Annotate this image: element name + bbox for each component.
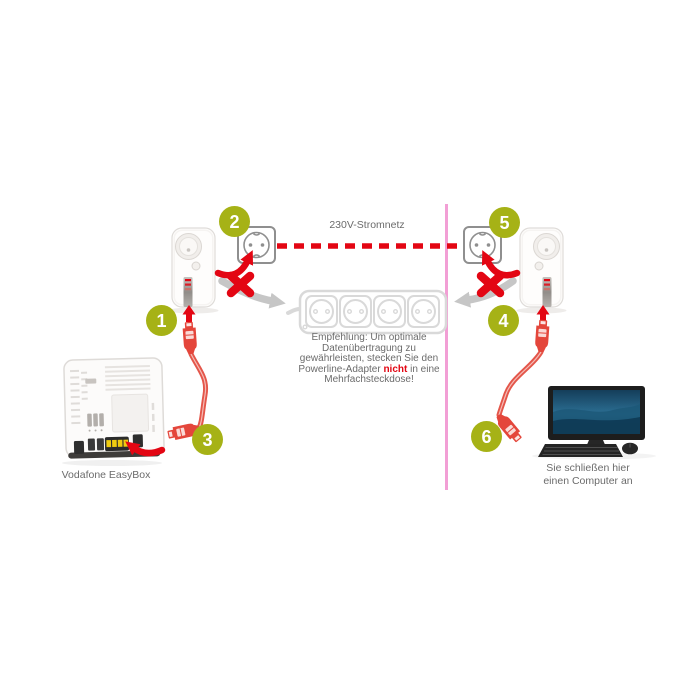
mouse [622, 442, 638, 455]
adapter-left-shadow [168, 307, 219, 314]
easybox-label: Vodafone EasyBox [61, 469, 151, 481]
power-network-label: 230V-Stromnetz [329, 219, 405, 231]
step-badge-5: 5 [489, 207, 520, 238]
step-badge-6: 6 [471, 421, 502, 452]
powerline-adapter-left [171, 227, 216, 308]
easybox-panel [111, 393, 150, 433]
cross-right-icon [476, 271, 505, 298]
easybox-vents-left [69, 369, 88, 425]
gray-arrow-right-icon [454, 277, 517, 308]
easybox-label-slot [85, 378, 97, 384]
recommendation-line-4: Powerline-Adapter nicht in eine [278, 363, 460, 376]
cross-left-icon [226, 271, 255, 298]
recommendation-line-4-before: Powerline-Adapter [298, 363, 384, 375]
desktop-computer [538, 386, 645, 457]
computer-label: Sie schließen hier einen Computer an [528, 462, 648, 487]
curved-arrow-easybox-icon [125, 441, 166, 457]
powerline-adapter-right [519, 227, 564, 308]
up-arrow-right-icon [536, 305, 550, 322]
rj45-plug-adapter-left [181, 321, 198, 355]
step-badge-3: 3 [192, 424, 223, 455]
cable-right-highlight [498, 351, 542, 416]
easybox-shadow [62, 460, 162, 466]
rj45-plug-adapter-right [534, 319, 551, 353]
curved-arrow-left-icon [214, 250, 254, 279]
recommendation-line-1: Empfehlung: Um optimale [311, 332, 427, 343]
recommendation-line-4-after: in eine [407, 363, 440, 375]
easybox-vents-right [151, 402, 155, 432]
recommendation-line-2: Datenübertragung zu [322, 342, 416, 354]
step-badge-2: 2 [219, 206, 250, 237]
screen-wave-dark [553, 417, 640, 434]
computer-label-line-2: einen Computer an [543, 474, 633, 487]
up-arrow-left-icon [182, 305, 196, 322]
easybox-router [63, 357, 165, 459]
cable-left-highlight [190, 353, 207, 429]
computer-label-line-1: Sie schließen hier [546, 462, 630, 474]
power-strip [286, 289, 448, 335]
recommendation-line-5: Mehrfachsteckdose! [324, 374, 414, 386]
cable-right-path [496, 349, 544, 418]
power-strip-sockets [305, 295, 440, 328]
easybox-usb-ports [87, 413, 104, 432]
recommendation-highlight: nicht [383, 363, 408, 375]
cable-left-path [188, 351, 209, 431]
step-badge-1: 1 [146, 305, 177, 336]
easybox-vents-top [104, 365, 151, 391]
recommendation-line-3: gewährleisten, stecken Sie den [299, 353, 439, 365]
curved-arrow-right-icon [481, 250, 521, 279]
ethernet-cable-left [166, 305, 209, 442]
ethernet-cable-right [492, 305, 551, 445]
step-badge-4: 4 [488, 305, 519, 336]
keyboard-keys [542, 447, 621, 455]
recommendation-text: Empfehlung: Um optimale Datenübertragung… [278, 332, 460, 386]
